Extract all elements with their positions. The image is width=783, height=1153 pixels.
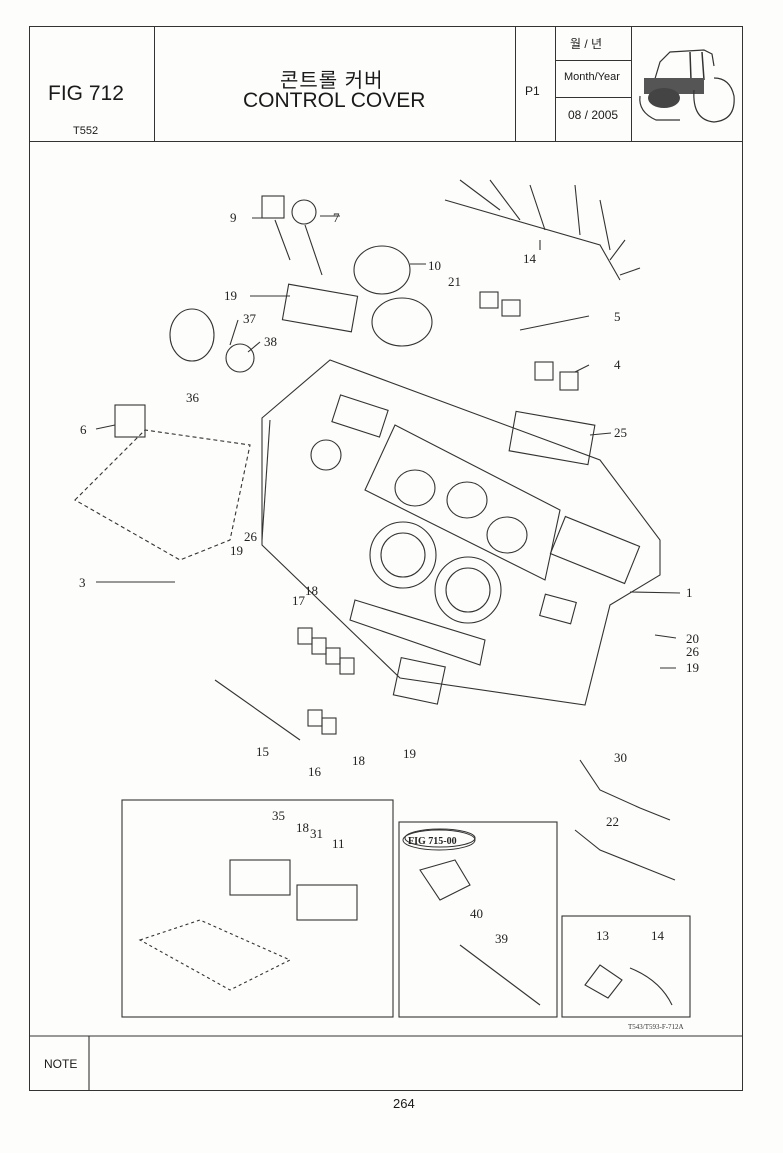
header-bottom-rule — [29, 141, 743, 142]
part-label: 10 — [428, 258, 441, 273]
part-label: 3 — [79, 575, 86, 590]
date-value: 08 / 2005 — [568, 108, 619, 122]
harness-30 — [579, 759, 671, 821]
part-label: 38 — [264, 334, 277, 349]
note-label: NOTE — [44, 1057, 78, 1071]
title-english: CONTROL COVER — [243, 89, 426, 112]
date-rule-1 — [556, 60, 632, 61]
page-cell — [516, 26, 556, 141]
date-cell — [556, 26, 632, 141]
part-label: 19 — [686, 660, 699, 675]
part-label: 20 — [686, 631, 699, 646]
part-label: 16 — [308, 764, 322, 779]
tractor-icon — [639, 49, 735, 123]
part-label: 14 — [523, 251, 537, 266]
part-label: 15 — [256, 744, 269, 759]
part-label: 11 — [332, 836, 345, 851]
part-label: 19 — [224, 288, 237, 303]
date-label-korean: 월 / 년 — [570, 37, 603, 51]
fig-reference-label: FIG 715-00 — [408, 836, 457, 847]
part-label: 36 — [186, 390, 200, 405]
part-label: 4 — [614, 357, 621, 372]
part-label: 26 — [244, 529, 258, 544]
part-label: 31 — [310, 826, 323, 841]
part-label: 18 — [296, 820, 309, 835]
part-label: 9 — [230, 210, 237, 225]
harness-22 — [574, 829, 676, 881]
part-label: 19 — [230, 543, 243, 558]
date-label-english: Month/Year — [564, 71, 620, 83]
part-label: 18 — [305, 583, 318, 598]
part-label: 26 — [686, 644, 700, 659]
part-label: 37 — [243, 311, 257, 326]
part-label: 39 — [495, 931, 508, 946]
fig-reference-oval — [402, 829, 476, 851]
part-label: 40 — [470, 906, 483, 921]
harness-12 — [444, 199, 621, 281]
part-label: 30 — [614, 750, 627, 765]
part-label: 17 — [292, 593, 306, 608]
drawing-code: T543/T593-F-712A — [628, 1023, 684, 1031]
part-label: 6 — [80, 422, 87, 437]
part-label: 19 — [403, 746, 416, 761]
part-label: 14 — [651, 928, 665, 943]
part-label: 35 — [272, 808, 285, 823]
part-label: 7 — [333, 210, 340, 225]
fig-cell — [29, 26, 155, 141]
title-korean: 콘트롤 커버 — [280, 70, 384, 92]
date-rule-2 — [556, 97, 632, 98]
title-cell — [155, 26, 516, 141]
model-code: T552 — [73, 125, 99, 137]
part-label: 18 — [352, 753, 365, 768]
control-cover-panel — [261, 359, 661, 706]
fig-label: FIG 712 — [48, 82, 124, 105]
part-label: 21 — [448, 274, 461, 289]
relay-bracket-15 — [214, 679, 301, 741]
inset-box-2 — [398, 821, 558, 1018]
part-label: 22 — [606, 814, 619, 829]
part-label: 13 — [596, 928, 609, 943]
page-number: 264 — [393, 1096, 415, 1111]
page-label: P1 — [525, 84, 540, 98]
part-label: 1 — [686, 585, 693, 600]
inset-box-1 — [121, 799, 394, 1018]
inset-box-3 — [561, 915, 691, 1018]
part-label: 5 — [614, 309, 621, 324]
part-label: 25 — [614, 425, 627, 440]
page-frame — [29, 26, 743, 1091]
